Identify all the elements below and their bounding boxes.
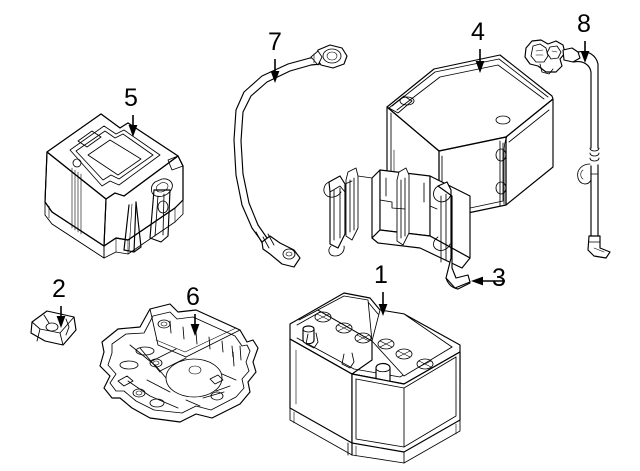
callout-label-4: 4 [471, 18, 485, 46]
callout-label-7: 7 [268, 28, 282, 56]
part-support-bracket [323, 167, 471, 290]
callout-label-5: 5 [124, 84, 138, 112]
part-hold-down-clamp [30, 310, 77, 346]
part-battery-cover [44, 113, 184, 259]
callout-label-2: 2 [52, 275, 66, 303]
part-negative-cable [524, 39, 611, 259]
part-battery [289, 292, 461, 464]
callout-label-1: 1 [374, 261, 388, 289]
callout-leaders [56, 41, 590, 336]
callout-label-8: 8 [577, 10, 591, 38]
callout-label-6: 6 [186, 283, 200, 311]
part-battery-tray [99, 303, 259, 423]
part-positive-cable [233, 44, 348, 268]
callout-label-3: 3 [492, 264, 506, 292]
